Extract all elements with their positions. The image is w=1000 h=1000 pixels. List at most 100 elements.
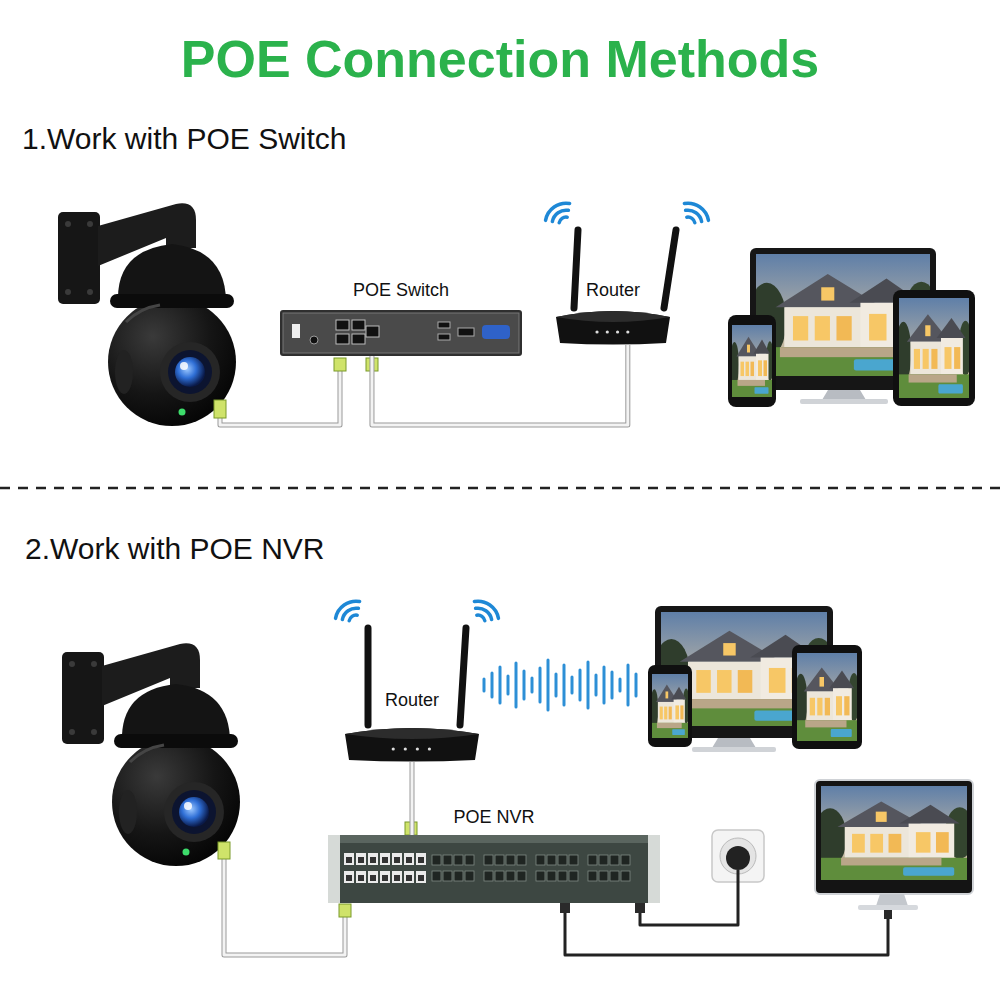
- section-heading: 1.Work with POE Switch: [22, 121, 347, 157]
- wall-socket: [726, 846, 750, 870]
- status-light: [606, 330, 609, 333]
- power-switch: [292, 324, 300, 338]
- network-port: [506, 855, 515, 865]
- ethernet-cable: [220, 370, 345, 955]
- ptz-camera: [62, 643, 240, 866]
- network-port: [443, 871, 452, 881]
- poe-port: [336, 320, 349, 330]
- poe-port: [336, 334, 349, 344]
- signal-wave: [603, 667, 606, 703]
- poe-port: [392, 871, 402, 883]
- network-port: [599, 871, 608, 881]
- network-port: [547, 855, 556, 865]
- network-cable: [412, 762, 413, 835]
- nvr-ear: [328, 835, 340, 903]
- monitor: [692, 747, 776, 752]
- phone: [730, 325, 774, 397]
- status-light: [626, 330, 629, 333]
- network-port: [558, 855, 567, 865]
- signal-wave: [587, 662, 590, 708]
- rj45-plug: [214, 400, 226, 418]
- network-port: [484, 855, 493, 865]
- network-port: [547, 871, 556, 881]
- poe-port: [368, 853, 378, 865]
- port-socket: [394, 857, 400, 863]
- port-socket: [358, 875, 364, 881]
- page-title: POE Connection Methods: [0, 28, 1000, 90]
- rj45-plug: [214, 358, 417, 917]
- signal-wave: [515, 663, 518, 707]
- monitor: [858, 905, 918, 910]
- status-light: [595, 330, 598, 333]
- poe-port: [404, 871, 414, 883]
- uplink-port: [366, 326, 379, 337]
- ethernet-cable: [224, 858, 345, 955]
- port-socket: [418, 857, 424, 863]
- network-port: [506, 871, 515, 881]
- poe-port: [404, 853, 414, 865]
- port-socket: [418, 875, 424, 881]
- network-port: [621, 871, 630, 881]
- nvr-top: [328, 835, 660, 843]
- signal-wave: [531, 678, 534, 692]
- cable-outline: [410, 762, 415, 835]
- monitor: [876, 894, 908, 906]
- network-port: [536, 871, 545, 881]
- device-node: Router: [345, 722, 479, 762]
- ethernet-cable: [220, 370, 340, 425]
- phone: [648, 665, 692, 747]
- status-light: [428, 747, 431, 750]
- rj45-plug: [334, 358, 346, 371]
- poe-port: [392, 853, 402, 865]
- signal-wave: [523, 671, 526, 699]
- signal-wave: [611, 672, 614, 698]
- device-node: POE NVR: [328, 835, 660, 903]
- port-socket: [358, 857, 364, 863]
- monitor: [800, 399, 888, 404]
- signal-wave: [571, 677, 574, 693]
- cable-plug: [635, 903, 645, 913]
- router-top: [556, 311, 670, 322]
- poe-port: [344, 871, 354, 883]
- signal-wave: [595, 675, 598, 695]
- tablet: [794, 653, 860, 741]
- network-port: [536, 855, 545, 865]
- signal-wave: [555, 674, 558, 696]
- network-port: [610, 871, 619, 881]
- phone: [648, 665, 692, 747]
- cable-core: [372, 345, 628, 425]
- rj45-plug: [339, 904, 351, 917]
- device-label: Router: [586, 280, 640, 302]
- port-socket: [346, 875, 352, 881]
- switch-panel: [283, 313, 519, 353]
- poe-port: [416, 871, 426, 883]
- tablet: [792, 645, 862, 749]
- network-port: [599, 855, 608, 865]
- antenna: [368, 230, 676, 725]
- network-cable: [372, 345, 628, 425]
- tablet: [896, 298, 973, 398]
- signal-wave: [563, 665, 566, 705]
- router-top: [345, 728, 479, 739]
- poe-port: [352, 334, 365, 344]
- network-port: [588, 855, 597, 865]
- section-heading: 2.Work with POE NVR: [25, 531, 325, 567]
- network-port: [454, 871, 463, 881]
- monitor: [814, 786, 975, 880]
- poe-port: [416, 853, 426, 865]
- router-body: [556, 311, 670, 345]
- poe-port: [368, 871, 378, 883]
- device-node: Router: [556, 305, 670, 345]
- signal-wave: [499, 667, 502, 703]
- power-cable: [565, 903, 888, 955]
- monitor: [814, 780, 975, 910]
- network-port: [621, 855, 630, 865]
- wifi-signal: [469, 597, 502, 627]
- signal-wave: [507, 676, 510, 694]
- network-port: [465, 871, 474, 881]
- monitor: [822, 390, 866, 400]
- section-divider: [0, 487, 1000, 490]
- phone: [650, 674, 690, 738]
- network-port: [432, 871, 441, 881]
